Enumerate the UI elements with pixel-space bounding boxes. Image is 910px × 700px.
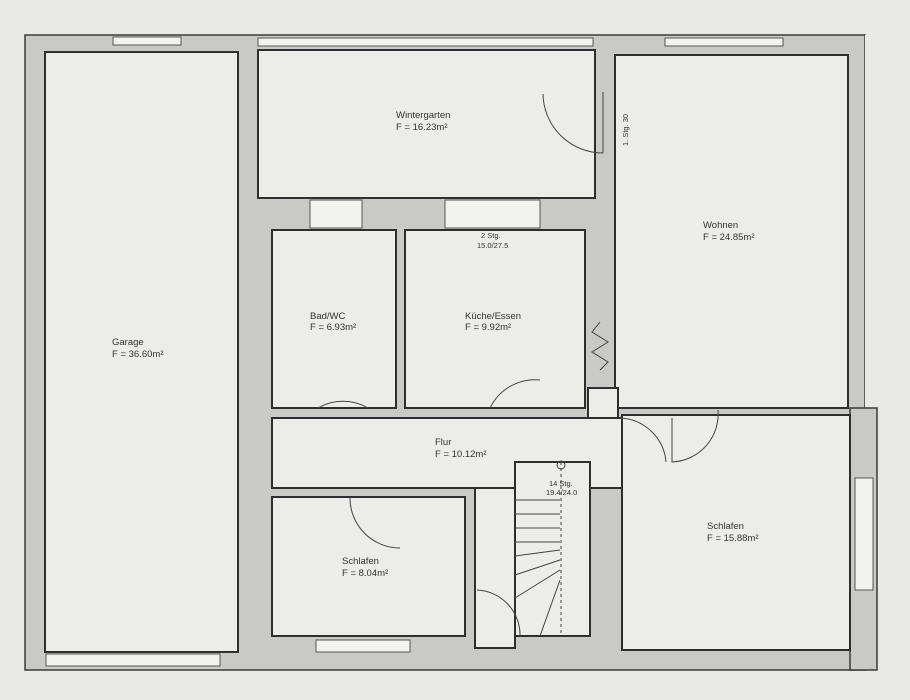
- staircase: [514, 461, 591, 637]
- room-wintergarten: [257, 49, 596, 199]
- stair-steps-2: [444, 199, 541, 229]
- door-kueche: [489, 379, 541, 409]
- door-wohnen: [671, 409, 719, 463]
- stair-label: 2 Stg.: [481, 231, 501, 240]
- room-hall-lower: [474, 487, 516, 649]
- room-flur: [271, 417, 666, 489]
- room-area: F = 6.93m²: [310, 322, 356, 333]
- flur-opening: [587, 387, 619, 419]
- window: [309, 199, 363, 229]
- room-area: F = 10.12m²: [435, 449, 486, 460]
- room-area: F = 36.60m²: [112, 349, 163, 360]
- door-wintergarten: [542, 92, 604, 154]
- door-entrance: [476, 589, 521, 637]
- room-name: Garage: [112, 337, 144, 348]
- room-area: F = 16.23m²: [396, 122, 447, 133]
- room-name: Wintergarten: [396, 110, 450, 121]
- room-area: F = 9.92m²: [465, 322, 511, 333]
- stair-ratio: 15.0/27.5: [477, 241, 508, 250]
- stair-ratio: 19.4/24.0: [546, 488, 577, 497]
- room-area: F = 8.04m²: [342, 568, 388, 579]
- room-area: F = 24.85m²: [703, 232, 754, 243]
- window: [112, 36, 182, 46]
- window: [315, 639, 411, 653]
- room-wohnen: [614, 54, 849, 409]
- room-name: Küche/Essen: [465, 311, 521, 322]
- room-schlafen-large: [621, 414, 851, 651]
- sliding-door: [591, 321, 609, 371]
- stair-label: 14 Stg.: [549, 479, 573, 488]
- window: [854, 477, 874, 591]
- room-name: Flur: [435, 437, 451, 448]
- room-schlafen-small: [271, 496, 466, 637]
- room-area: F = 15.88m²: [707, 533, 758, 544]
- window: [664, 37, 784, 47]
- room-bad: [271, 229, 397, 409]
- stair-treads: [514, 460, 566, 637]
- stair-label: 1. Stg. 30: [621, 114, 630, 146]
- door-bad: [317, 400, 369, 409]
- room-garage: [44, 51, 239, 653]
- garage-door: [45, 653, 221, 667]
- room-name: Schlafen: [342, 556, 379, 567]
- room-name: Wohnen: [703, 220, 738, 231]
- room-name: Bad/WC: [310, 311, 346, 322]
- room-name: Schlafen: [707, 521, 744, 532]
- window: [257, 37, 594, 47]
- room-kueche: [404, 229, 586, 409]
- door-schlafen-small: [349, 496, 401, 549]
- door-schlafen-large: [619, 417, 667, 463]
